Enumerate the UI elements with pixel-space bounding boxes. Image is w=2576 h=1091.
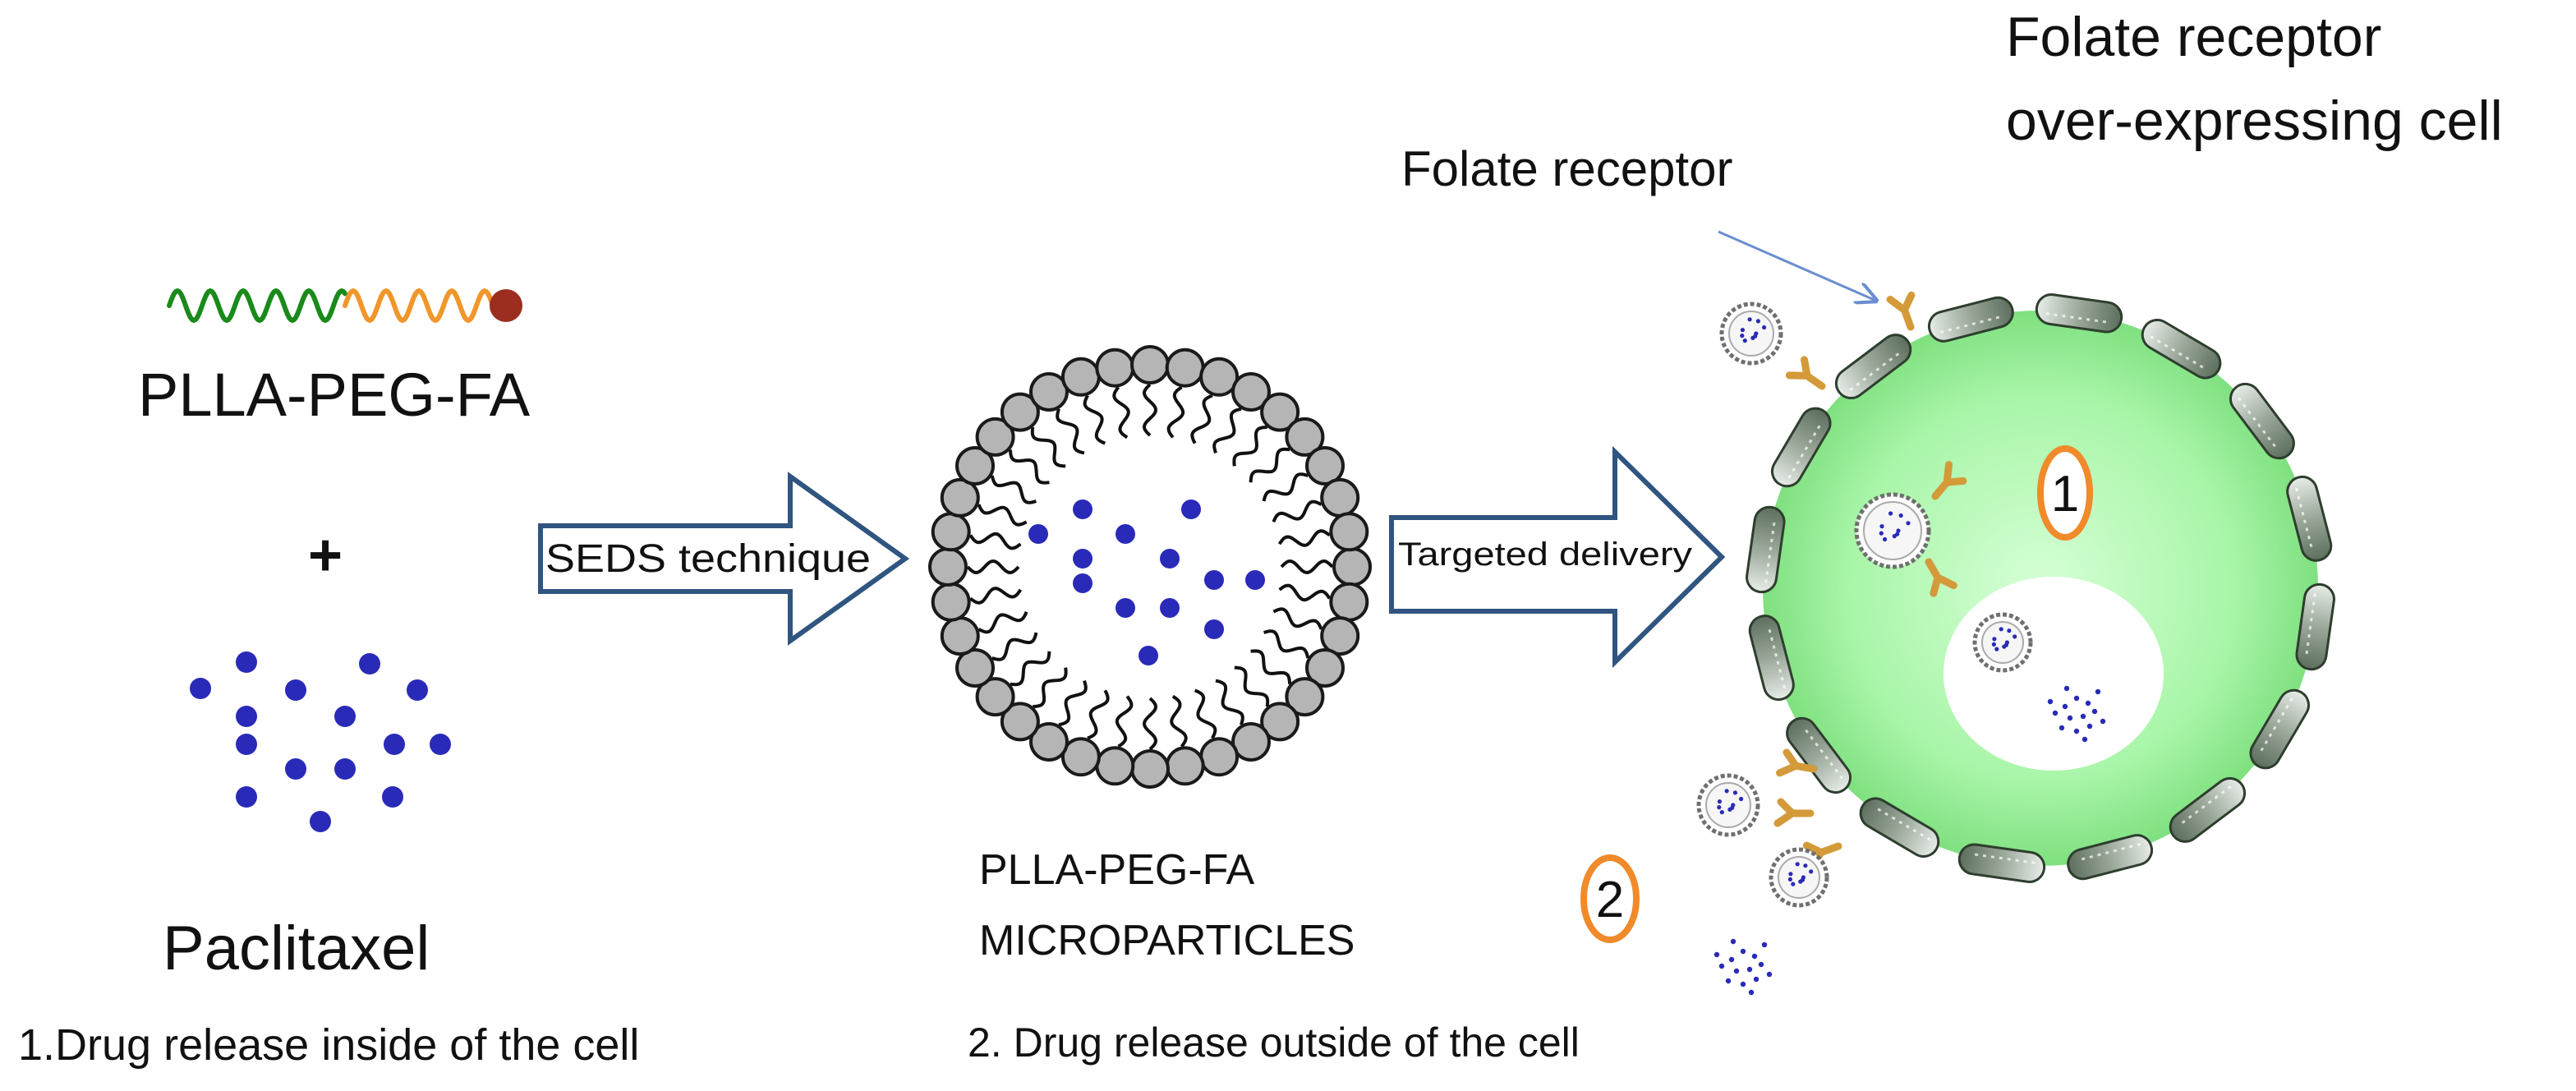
targeted-delivery-arrow: [1389, 445, 1726, 669]
paclitaxel-molecules-icon: [190, 651, 451, 832]
marker-1-label: 1: [2051, 466, 2079, 522]
marker-1: 1: [2037, 445, 2093, 541]
small-microparticles-icon: [1696, 302, 2033, 908]
microparticles-label-line2: MICROPARTICLES: [979, 917, 1355, 964]
caption-inside-release: 1.Drug release inside of the cell: [18, 1020, 639, 1070]
cell-label-line2: over-expressing cell: [2006, 90, 2503, 152]
endosome-icon: [1944, 577, 2164, 771]
marker-2: 2: [1580, 854, 1640, 943]
released-drug-icon: [1714, 685, 2106, 996]
cell-label-line1: Folate receptor: [2006, 6, 2381, 68]
drug-label: Paclitaxel: [163, 914, 430, 983]
polymer-chain-icon: [167, 288, 522, 324]
seds-arrow: [538, 472, 910, 646]
microparticle-icon: [928, 345, 1372, 789]
seds-technique-label: SEDS technique: [545, 537, 871, 581]
plus-sign: +: [308, 522, 343, 588]
receptor-pointer-arrow: [1718, 230, 1876, 301]
caption-outside-release: 2. Drug release outside of the cell: [968, 1020, 1580, 1066]
folate-receptor-label: Folate receptor: [1401, 141, 1733, 196]
folate-receptor-icon: [1773, 291, 1967, 871]
marker-2-label: 2: [1596, 872, 1624, 928]
polymer-label: PLLA-PEG-FA: [138, 361, 531, 429]
cell-membrane-icon: [1746, 293, 2335, 883]
targeted-delivery-label: Targeted delivery: [1398, 536, 1692, 573]
microparticles-label-line1: PLLA-PEG-FA: [979, 846, 1255, 894]
